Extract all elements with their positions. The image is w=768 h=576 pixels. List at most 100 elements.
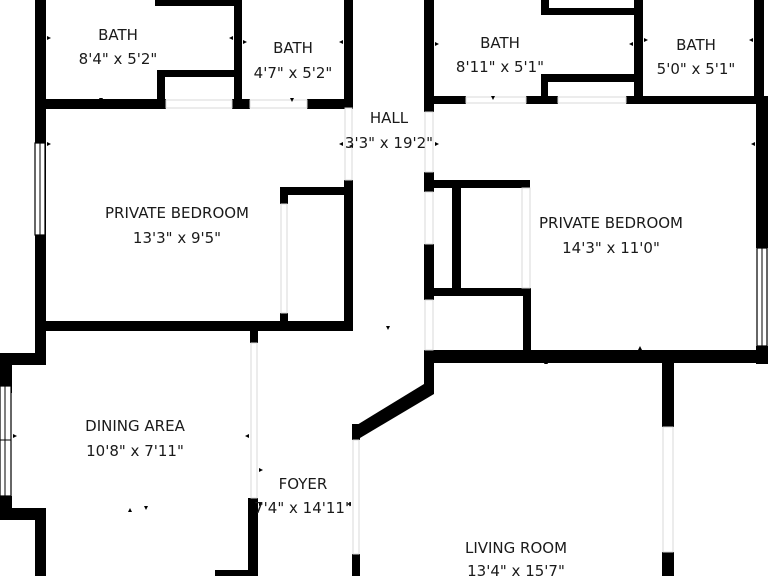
room-dimensions: 5'0" x 5'1" xyxy=(657,60,736,78)
wall xyxy=(344,0,353,108)
wall xyxy=(541,8,641,15)
room-dimensions: 14'3" x 11'0" xyxy=(562,239,660,257)
room-name: BATH xyxy=(273,39,313,57)
tick-mark xyxy=(491,96,495,100)
room-name: PRIVATE BEDROOM xyxy=(539,214,683,232)
tick-mark xyxy=(13,434,17,438)
tick-mark xyxy=(259,502,263,506)
tick-mark xyxy=(544,360,548,364)
doorway xyxy=(344,107,353,181)
tick-mark xyxy=(749,38,753,42)
tick-mark xyxy=(694,96,698,100)
doorway xyxy=(280,203,288,314)
wall xyxy=(157,70,165,108)
tick-mark xyxy=(146,326,150,330)
tick-mark xyxy=(339,40,343,44)
wall xyxy=(541,74,641,82)
doorway xyxy=(465,96,527,104)
tick-mark xyxy=(290,98,294,102)
tick-mark xyxy=(386,326,390,330)
tick-mark xyxy=(229,36,233,40)
wall xyxy=(424,288,530,296)
doorway xyxy=(165,99,233,109)
room-dining: DINING AREA 10'8" x 7'11" xyxy=(85,417,185,460)
tick-mark xyxy=(629,42,633,46)
wall xyxy=(756,96,768,248)
tick-mark xyxy=(259,468,263,472)
tick-mark xyxy=(243,40,247,44)
room-bath-2: BATH 4'7" x 5'2" xyxy=(254,39,333,82)
doorway xyxy=(424,299,434,351)
wall xyxy=(248,498,258,576)
doorway xyxy=(424,191,434,245)
tick-mark xyxy=(435,42,439,46)
room-dimensions: 3'3" x 19'2" xyxy=(345,134,433,152)
doorway xyxy=(352,439,360,555)
wall xyxy=(352,554,360,576)
room-name: BATH xyxy=(98,26,138,44)
wall xyxy=(344,180,353,330)
wall xyxy=(157,70,240,77)
tick-mark xyxy=(751,142,755,146)
wall xyxy=(424,96,466,104)
wall xyxy=(35,99,166,109)
room-bath-3: BATH 8'11" x 5'1" xyxy=(456,34,544,76)
wall xyxy=(280,187,288,204)
wall xyxy=(424,0,434,112)
tick-mark xyxy=(160,326,164,330)
doorway xyxy=(662,426,674,553)
room-dimensions: 7'4" x 14'11" xyxy=(254,499,352,517)
room-foyer: FOYER 7'4" x 14'11" xyxy=(254,475,352,517)
wall xyxy=(352,424,360,440)
wall xyxy=(754,0,764,104)
room-bath-1: BATH 8'4" x 5'2" xyxy=(79,26,158,68)
windows xyxy=(0,142,768,497)
room-dimensions: 13'3" x 9'5" xyxy=(133,229,221,247)
tick-mark xyxy=(144,506,148,510)
wall xyxy=(250,331,258,343)
room-living: LIVING ROOM 13'4" x 15'7" xyxy=(465,539,567,576)
wall xyxy=(0,353,12,393)
room-hall: HALL 3'3" x 19'2" xyxy=(345,109,433,152)
wall xyxy=(215,570,258,576)
wall xyxy=(232,99,250,109)
room-name: BATH xyxy=(676,36,716,54)
room-dimensions: 4'7" x 5'2" xyxy=(254,64,333,82)
room-bedroom-left: PRIVATE BEDROOM 13'3" x 9'5" xyxy=(105,204,249,247)
wall xyxy=(452,180,461,295)
wall xyxy=(523,288,531,358)
wall xyxy=(307,99,353,109)
doorway xyxy=(521,187,531,289)
wall xyxy=(0,508,46,520)
wall xyxy=(424,350,768,363)
tick-mark xyxy=(339,142,343,146)
tick-mark xyxy=(47,142,51,146)
wall xyxy=(634,0,643,104)
wall xyxy=(424,180,530,188)
wall xyxy=(35,508,46,576)
wall xyxy=(662,355,674,427)
room-bath-4: BATH 5'0" x 5'1" xyxy=(657,36,736,78)
room-name: DINING AREA xyxy=(85,417,185,435)
room-name: LIVING ROOM xyxy=(465,539,567,557)
wall xyxy=(155,0,240,6)
tick-mark xyxy=(245,434,249,438)
dimension-ticks xyxy=(13,36,755,512)
room-name: PRIVATE BEDROOM xyxy=(105,204,249,222)
doorway xyxy=(424,111,434,173)
room-dimensions: 8'4" x 5'2" xyxy=(79,50,158,68)
room-name: FOYER xyxy=(279,475,328,493)
room-dimensions: 8'11" x 5'1" xyxy=(456,58,544,76)
room-name: HALL xyxy=(370,109,409,127)
wall xyxy=(662,552,674,576)
wall xyxy=(541,74,548,104)
wall xyxy=(424,244,434,300)
tick-mark xyxy=(128,508,132,512)
tick-mark xyxy=(644,38,648,42)
room-dimensions: 13'4" x 15'7" xyxy=(467,562,565,576)
tick-mark xyxy=(99,98,103,102)
wall xyxy=(541,0,549,14)
wall xyxy=(424,350,434,394)
wall xyxy=(626,96,768,104)
